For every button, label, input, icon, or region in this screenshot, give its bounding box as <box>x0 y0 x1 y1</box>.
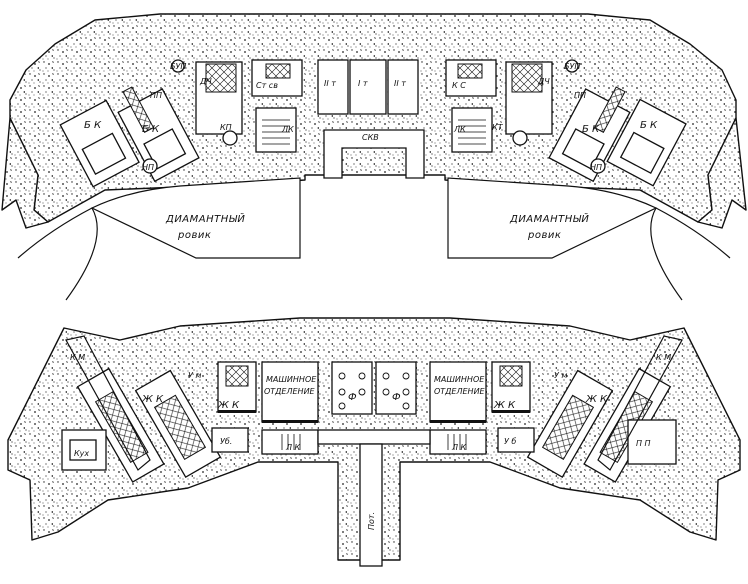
label-diamond-left-1: ДИАМАНТНЫЙ <box>165 212 245 225</box>
label-ks: К С <box>452 81 466 90</box>
label-ub-right: У б <box>504 437 516 446</box>
label-np: НП <box>142 163 154 172</box>
label-bk2: Б К <box>142 124 160 135</box>
label-bup-right: БУП <box>564 62 580 71</box>
label-f-left: Ф <box>348 392 357 403</box>
label-pp: ПП <box>150 91 162 100</box>
label-pp-right: ПП <box>574 91 586 100</box>
label-svp: СКВ <box>362 133 379 142</box>
label-lk-left: Л К <box>285 443 301 452</box>
label-mash-left-2: ОТДЕЛЕНИЕ <box>264 387 316 396</box>
label-zhk-left1: Ж К <box>141 394 164 405</box>
label-ub-left: Уб. <box>220 437 232 446</box>
label-f-right: Ф <box>392 392 401 403</box>
label-mash-right-1: МАШИННОЕ <box>434 375 485 384</box>
label-room-2t-right: II т <box>394 79 406 88</box>
label-zhk-left2: Ж К <box>217 400 240 411</box>
label-lk-left: ЛК <box>281 125 294 134</box>
label-bk1: Б К <box>84 120 102 131</box>
label-kp: КП <box>220 123 232 132</box>
label-mash-right-2: ОТДЕЛЕНИЕ <box>434 387 486 396</box>
label-km-left: К М <box>70 353 85 362</box>
label-lk-right: ЛК <box>453 125 466 134</box>
label-km-right: К М <box>656 353 671 362</box>
label-kuh: Кух <box>74 449 89 458</box>
label-diamond-right-2: ровик <box>527 230 561 241</box>
label-dch-right: ДЧ <box>537 77 550 86</box>
label-um-left: У м <box>188 371 201 380</box>
bottom-plan: К М Кух Ж К Ж К У м МАШИННОЕ ОТДЕЛЕНИЕ У… <box>7 317 741 567</box>
label-st-sv: Ст св <box>256 81 278 90</box>
label-lk-right: Л К <box>451 443 467 452</box>
label-bup-left: БУП <box>170 62 186 71</box>
label-zhk-right2: Ж К <box>585 394 608 405</box>
label-bk3: Б К <box>582 124 600 135</box>
label-dch-left: ДЧ <box>199 77 212 86</box>
label-room-2t-left: II т <box>324 79 336 88</box>
label-mash-left-1: МАШИННОЕ <box>266 375 317 384</box>
diamond-ditch-right <box>447 177 658 259</box>
top-plan: Б К Б К НП ПП БУП ДЧ КП Ст св ЛК II т I … <box>1 13 747 301</box>
label-room-1t: I т <box>358 79 368 88</box>
label-bk4: Б К <box>640 120 658 131</box>
label-kt: КТ <box>492 123 504 132</box>
label-um-right: У м <box>554 371 567 380</box>
label-np-right: НП <box>590 163 602 172</box>
label-diamond-right-1: ДИАМАНТНЫЙ <box>509 212 589 225</box>
label-zhk-right1: Ж К <box>493 400 516 411</box>
label-diamond-left-2: ровик <box>177 230 211 241</box>
diamond-ditch-left <box>90 177 301 259</box>
label-pot: Пот. <box>367 512 376 530</box>
label-pp: П П <box>636 439 651 448</box>
